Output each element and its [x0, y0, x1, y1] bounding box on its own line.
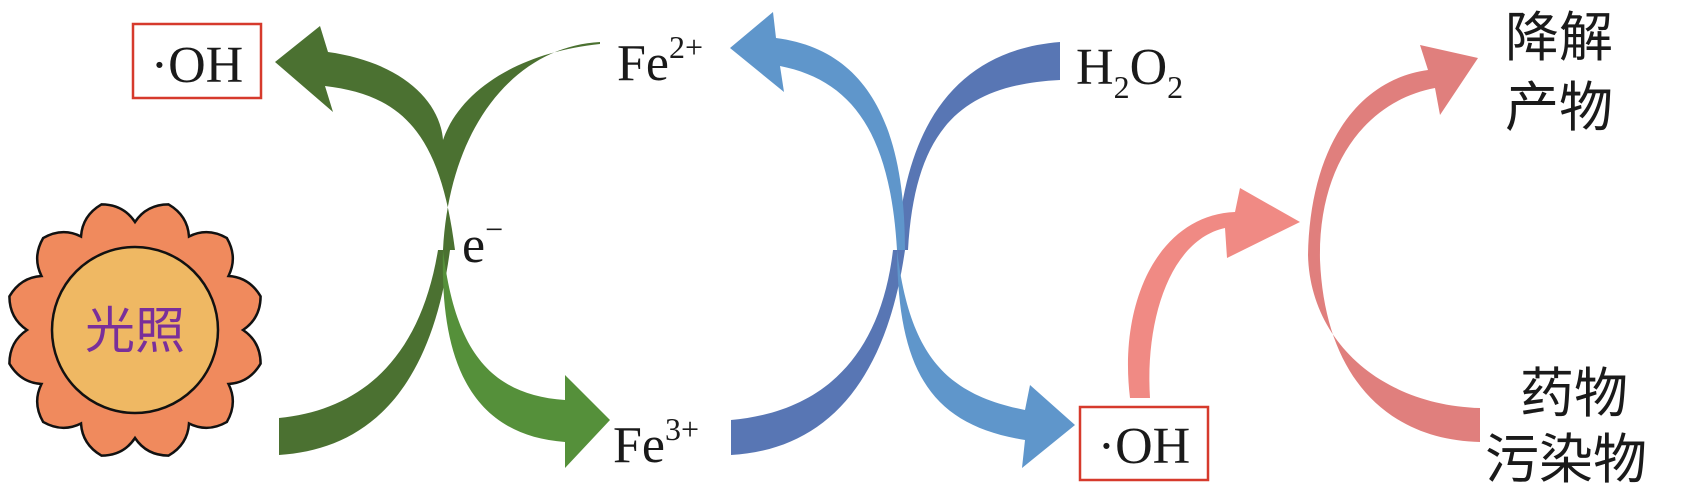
- fe2-label: Fe2+: [617, 29, 703, 92]
- h2o2-h-sub: 2: [1114, 69, 1130, 105]
- pink-arrow-oh-attack: [1127, 188, 1300, 398]
- oh-right-label: ·OH: [1098, 418, 1190, 475]
- fe3-charge: 3+: [665, 411, 699, 447]
- fe3-base: Fe: [613, 417, 665, 474]
- blue-arrow-h2o2-to-oh: [897, 42, 1060, 250]
- green-arrow-fe2-to-oh: [275, 26, 600, 250]
- green-arrow-sun-to-fe3: [279, 250, 450, 455]
- degradation-products-line2: 产物: [1505, 78, 1613, 138]
- light-label: 光照: [85, 303, 185, 359]
- oh-left-label: ·OH: [151, 37, 243, 94]
- h2o2-h: H: [1076, 39, 1114, 96]
- green-arrow-to-fe3-head: [442, 250, 610, 468]
- fe3-label: Fe3+: [613, 411, 699, 474]
- electron-charge: −: [485, 211, 503, 247]
- highlight-box: [1078, 405, 1210, 482]
- h2o2-o-sub: 2: [1167, 69, 1183, 105]
- hydroxyl-radical-right: ·OH: [1078, 405, 1210, 482]
- hydroxyl-radical-left: ·OH: [131, 22, 263, 100]
- pink-arrow-pollutant-to-products: [1308, 45, 1480, 442]
- h2o2-label: H2O2: [1076, 39, 1183, 105]
- sun-icon: 光照: [8, 203, 262, 457]
- blue-arrow-to-oh-head: [897, 250, 1075, 468]
- blue-arrow-to-fe2-head: [730, 12, 905, 250]
- electron-label: e−: [462, 211, 503, 274]
- sun-inner-disc: [50, 245, 220, 415]
- h2o2-o: O: [1130, 39, 1168, 96]
- pollutant-line2: 污染物: [1485, 430, 1647, 490]
- highlight-box: [131, 22, 263, 100]
- blue-arrow-fe3-to-fe2: [731, 250, 905, 455]
- electron-base: e: [462, 217, 485, 274]
- pollutant-line1: 药物: [1520, 364, 1628, 424]
- degradation-products-line1: 降解: [1505, 8, 1613, 68]
- fe2-base: Fe: [617, 35, 669, 92]
- fe2-charge: 2+: [669, 29, 703, 65]
